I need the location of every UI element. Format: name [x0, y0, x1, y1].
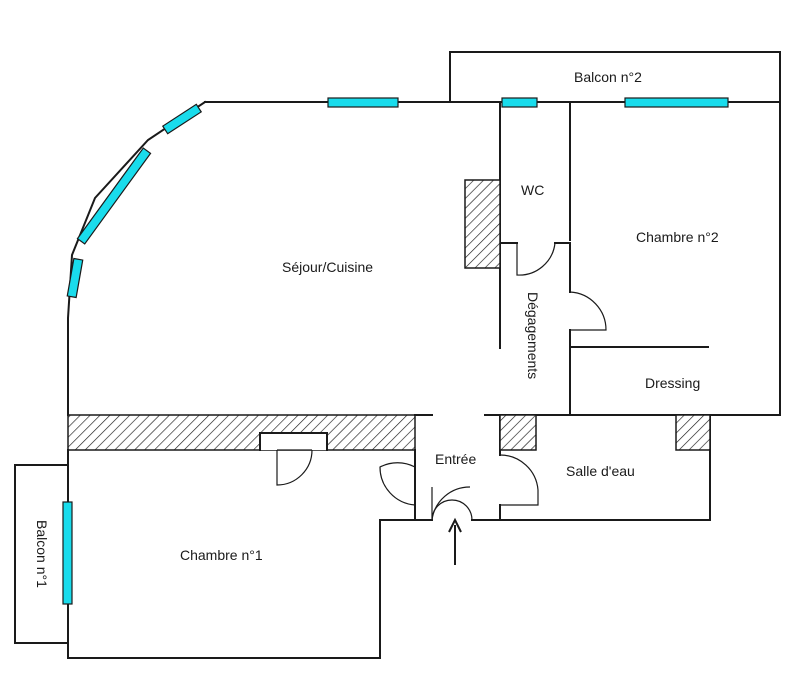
door-wc: [516, 242, 556, 276]
window-sejour-top: [327, 97, 399, 108]
exterior-wall-right: [709, 101, 781, 416]
door-entree-main-leaf: [431, 486, 471, 521]
door-salle-eau: [499, 454, 539, 506]
label-chambre-1: Chambre n°1: [180, 547, 263, 563]
label-sejour: Séjour/Cuisine: [282, 259, 373, 275]
label-balcon-2: Balcon n°2: [574, 69, 642, 85]
balcony-2-outline: [449, 51, 781, 103]
window-wc: [501, 97, 538, 108]
window-curved-1: [161, 103, 203, 135]
window-curved-2: [76, 147, 152, 245]
label-salle-eau: Salle d'eau: [566, 463, 635, 479]
door-entree-left: [379, 462, 416, 506]
hatched-pillar-salle-eau-right: [675, 414, 711, 451]
balcony-1-outline: [14, 464, 69, 644]
wall-niche: [259, 432, 328, 451]
label-dressing: Dressing: [645, 375, 700, 391]
door-chambre-1: [276, 449, 313, 486]
label-entree: Entrée: [435, 451, 476, 467]
door-chambre-2: [569, 291, 607, 331]
window-curved-3: [66, 257, 84, 299]
label-wc: WC: [521, 182, 544, 198]
exterior-wall-curved: [67, 100, 207, 416]
window-chambre-2: [624, 97, 729, 108]
hatched-pillar-salle-eau-left: [499, 414, 537, 451]
label-degagements: Dégagements: [525, 292, 541, 379]
hatched-wall-sejour-chambre1: [67, 414, 416, 451]
entry-arrow-head: [448, 517, 462, 533]
hatched-block-sejour: [464, 179, 501, 269]
window-chambre-1: [62, 501, 73, 605]
label-balcon-1: Balcon n°1: [34, 520, 50, 588]
label-chambre-2: Chambre n°2: [636, 229, 719, 245]
